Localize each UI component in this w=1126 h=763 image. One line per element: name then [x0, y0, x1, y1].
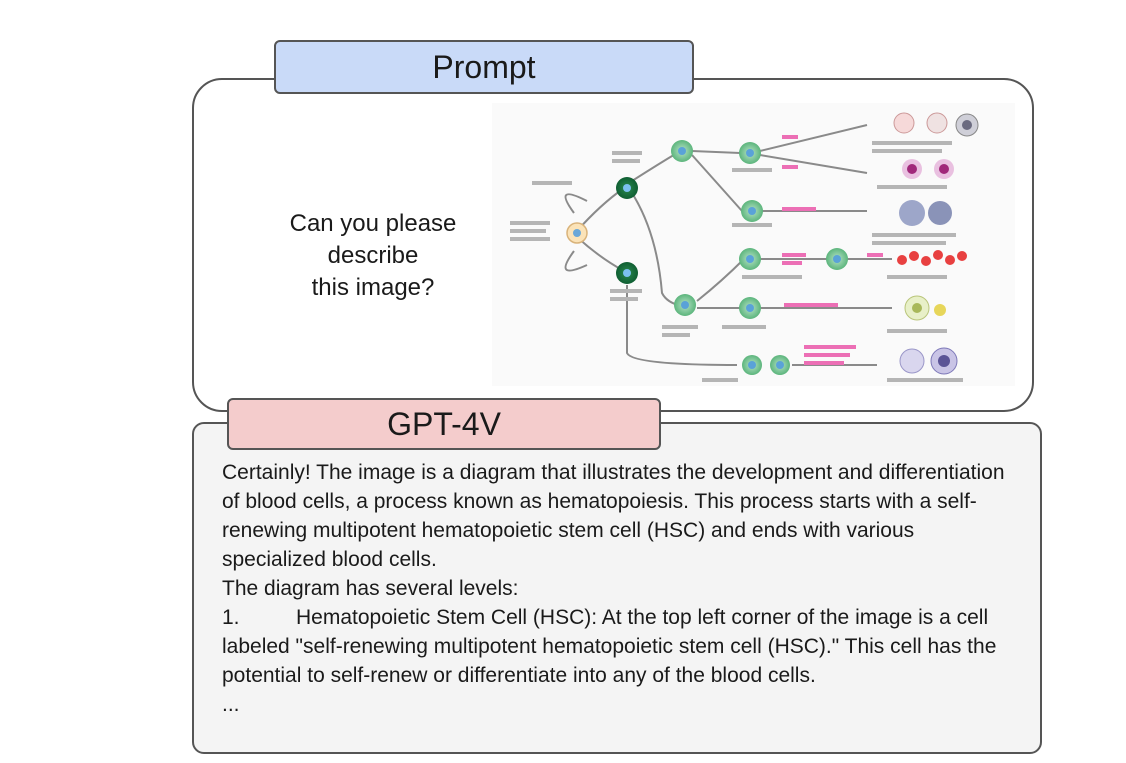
levels-intro: The diagram has several levels: [222, 577, 519, 600]
prompt-header: Prompt [274, 40, 694, 94]
prompt-question: Can you please describe this image? [289, 210, 457, 301]
response-header: GPT-4V [227, 398, 661, 450]
response-text: Certainly! The image is a diagram that i… [222, 458, 1022, 719]
list-item-text: Hematopoietic Stem Cell (HSC): At the to… [222, 606, 997, 687]
hematopoiesis-diagram-image [492, 103, 1015, 386]
response-paragraph: Certainly! The image is a diagram that i… [222, 461, 1005, 571]
response-panel [192, 422, 1042, 754]
list-item: 1.Hematopoietic Stem Cell (HSC): At the … [222, 603, 1022, 690]
ellipsis: ... [222, 693, 240, 716]
list-item-number: 1. [222, 606, 240, 629]
